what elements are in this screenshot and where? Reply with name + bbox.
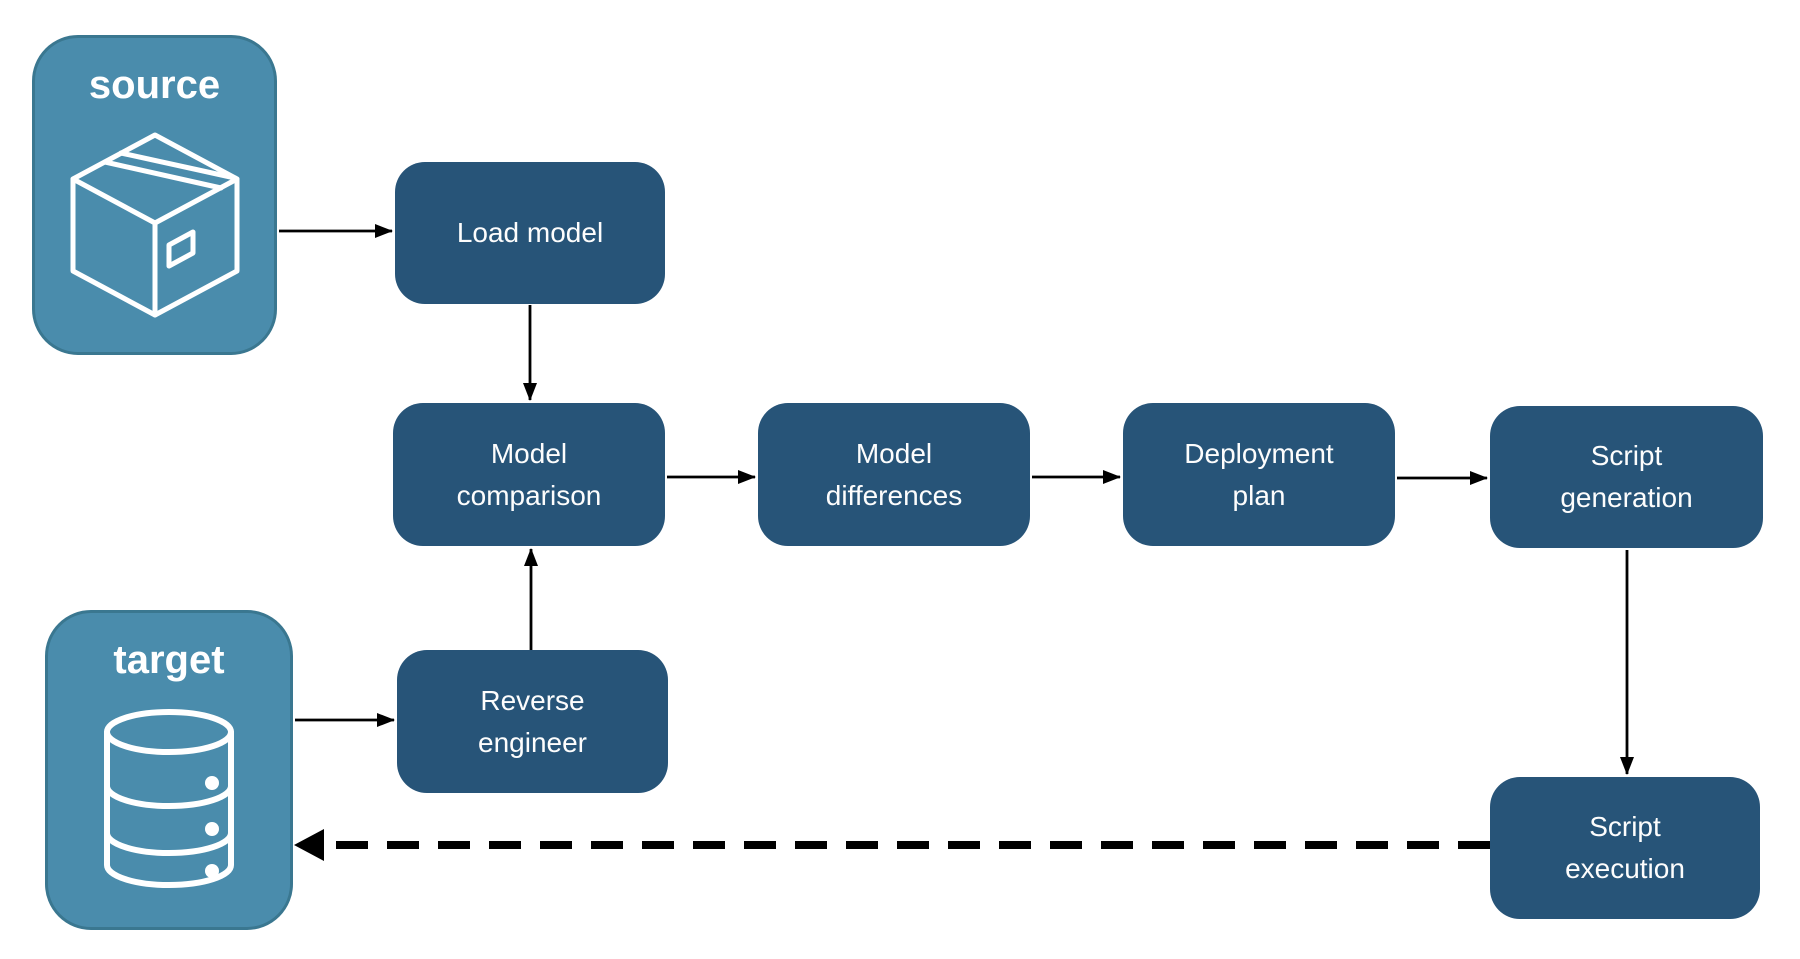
database-icon [94,683,244,927]
node-model-comparison-label: Model comparison [456,437,602,511]
container-source: source [32,35,277,355]
node-load-model-label: Load model [456,217,604,248]
container-target: target [45,610,293,930]
node-reverse-engineer: Reverse engineer [397,650,668,793]
target-label: target [113,638,225,682]
node-reverse-engineer-label: Reverse engineer [478,684,587,758]
node-model-comparison: Model comparison [393,403,665,546]
node-model-differences-label: Model differences [825,437,963,511]
package-icon [65,108,245,352]
node-script-generation-label: Script generation [1560,440,1693,513]
edge-script-execution-to-target-arrowhead [294,829,324,861]
node-script-execution: Script execution [1490,777,1760,919]
node-deployment-plan: Deployment plan [1123,403,1395,546]
node-script-generation: Script generation [1490,406,1763,548]
source-label: source [88,63,221,107]
node-deployment-plan-label: Deployment plan [1184,437,1334,511]
node-script-execution-label: Script execution [1565,811,1685,884]
node-load-model: Load model [395,162,665,304]
node-model-differences: Model differences [758,403,1030,546]
